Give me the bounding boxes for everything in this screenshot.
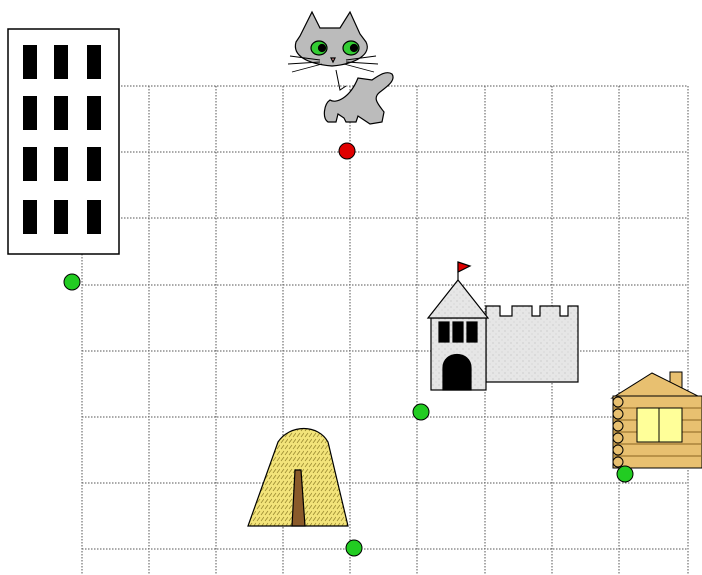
point-building[interactable]: [64, 274, 80, 290]
gray-cat-icon: [288, 12, 393, 124]
dotted-grid: [82, 86, 688, 575]
point-haystack[interactable]: [346, 540, 362, 556]
office-building-icon: [8, 29, 119, 254]
castle-icon: [428, 262, 578, 390]
haystack-icon: [248, 429, 348, 527]
point-castle[interactable]: [413, 404, 429, 420]
point-cabin[interactable]: [617, 466, 633, 482]
start-point[interactable]: [339, 143, 355, 159]
